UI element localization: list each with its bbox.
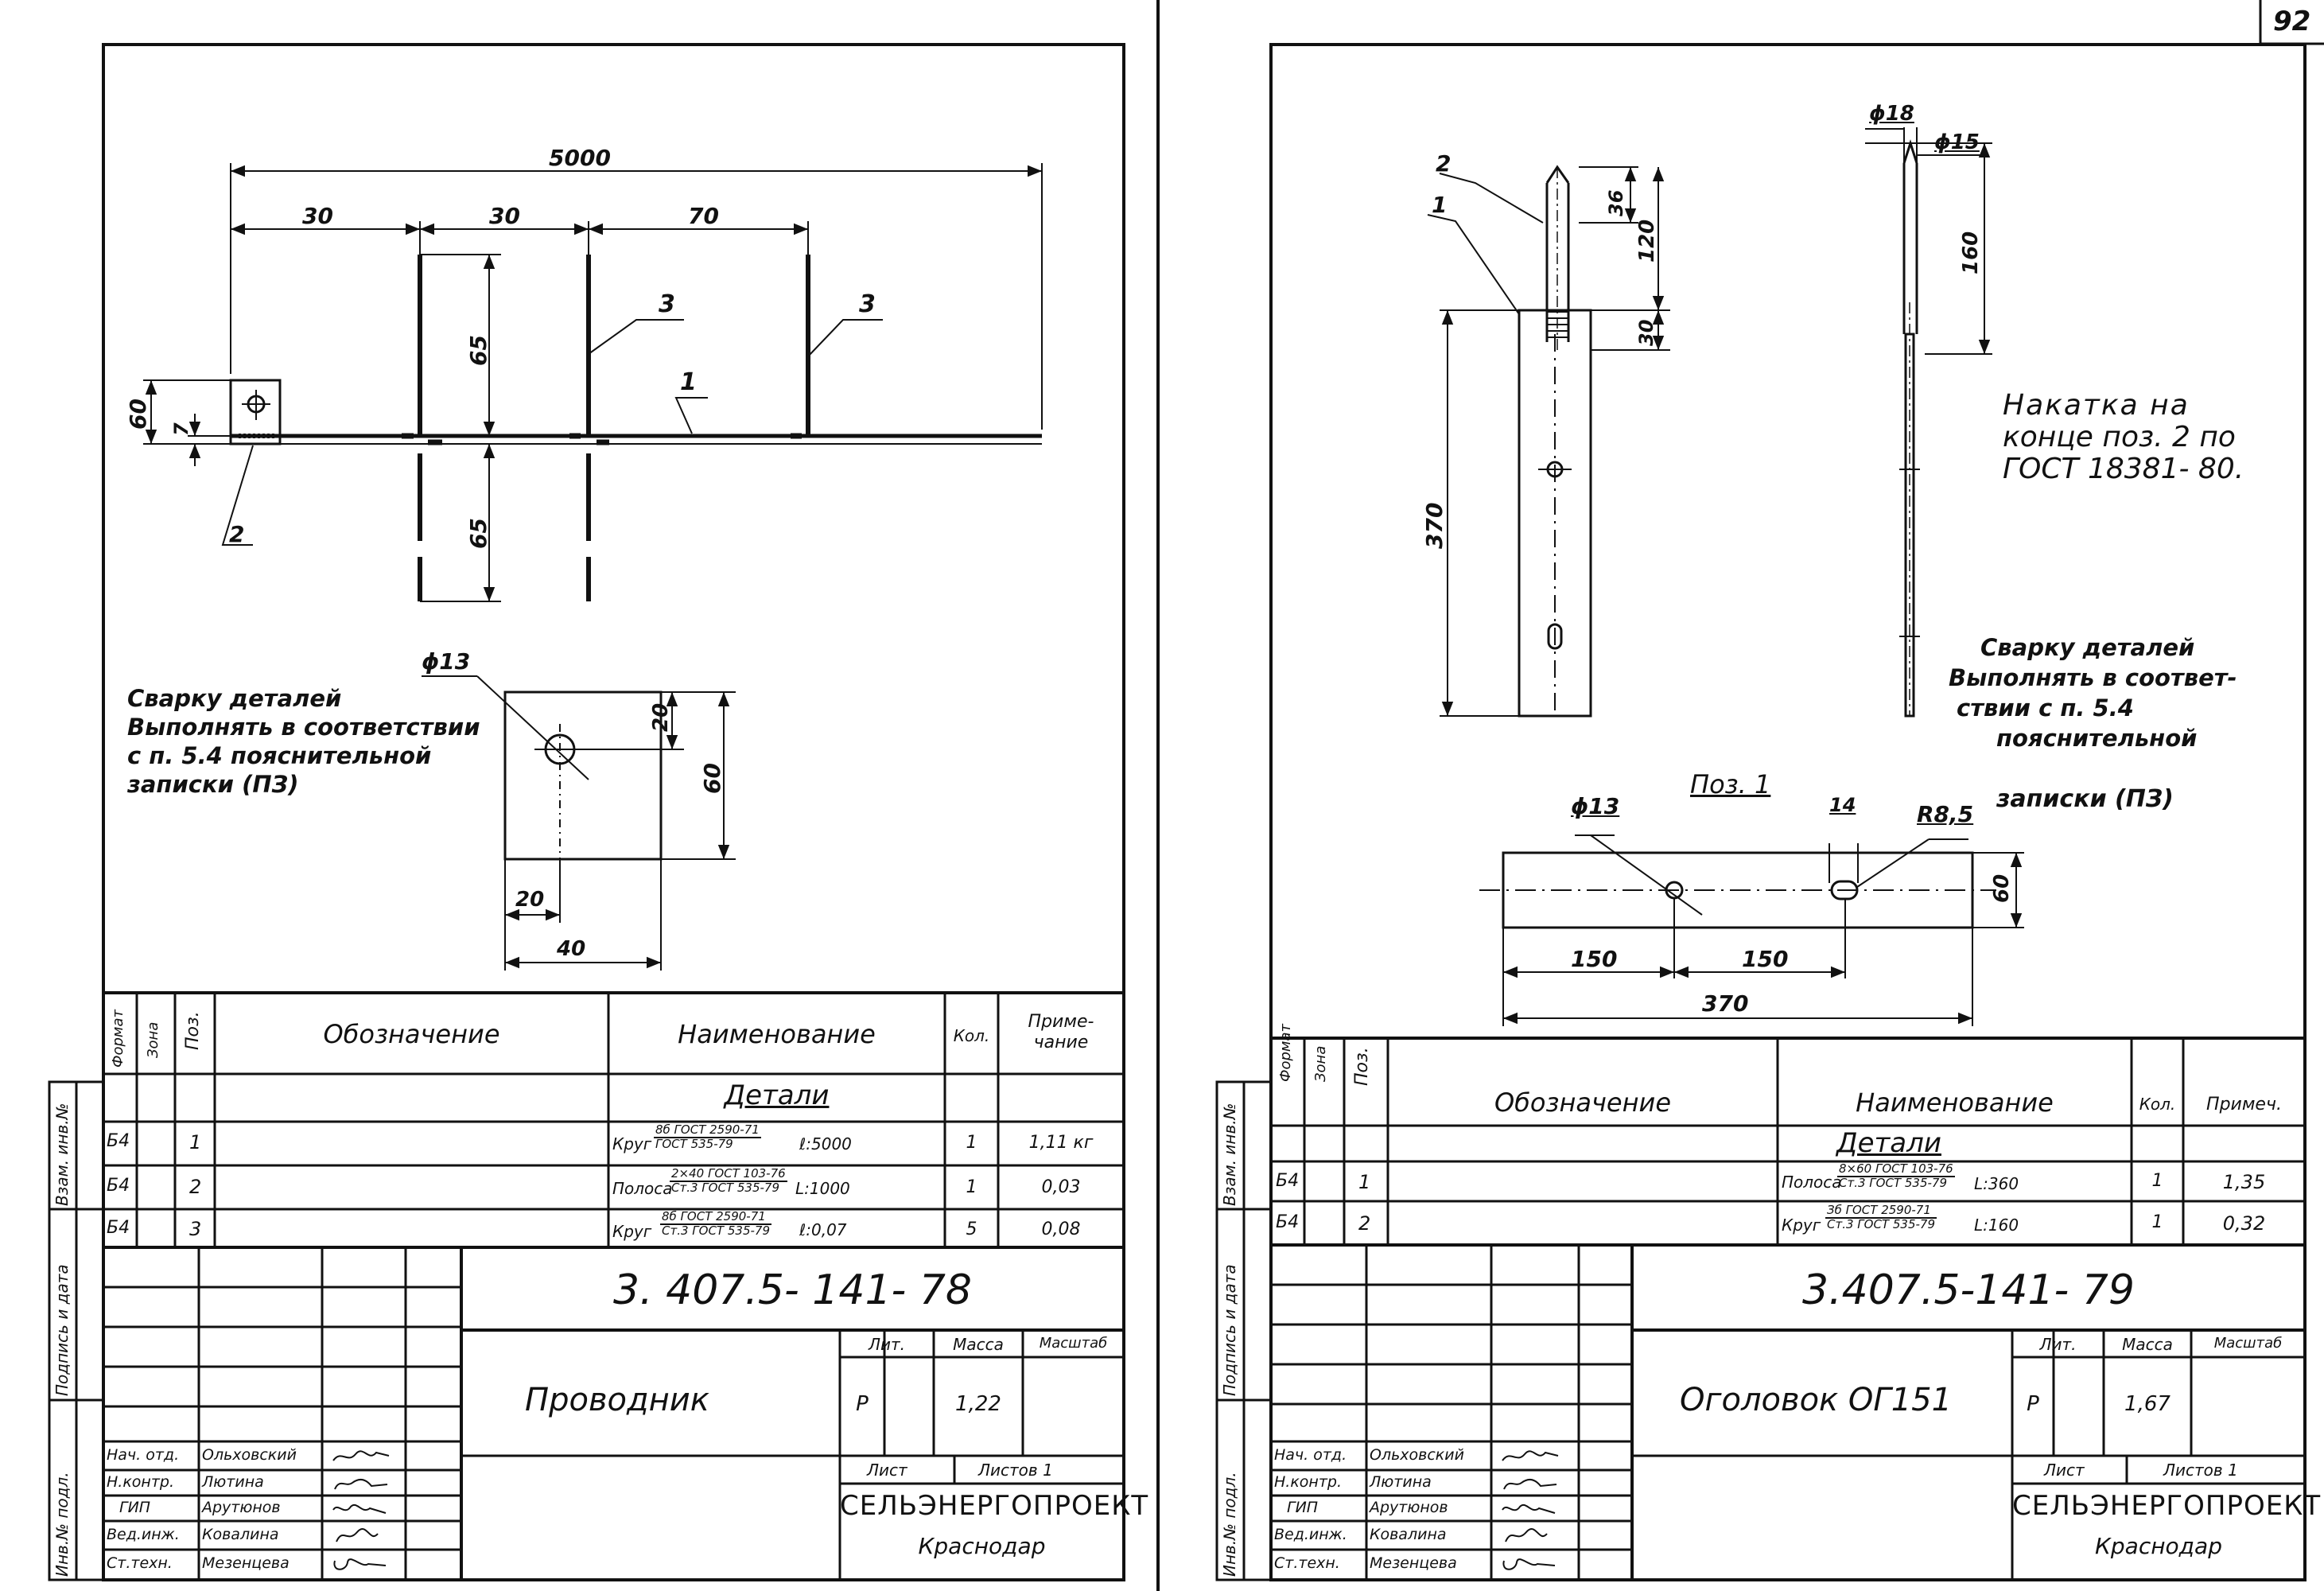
spec-header-pos: Поз. [183,1011,203,1050]
side-label-inv-left: Инв.№ подл. [52,1472,72,1577]
mass-value-left: 1,22 [955,1392,1001,1416]
org-city-left: Краснодар [918,1533,1046,1559]
spec-header-note: Примеч. [2206,1095,2282,1114]
spec-header-zone: Зона [1312,1045,1329,1082]
spec-header-note: Приме- чание [1028,1012,1094,1052]
welding-note-right-last: записки (ПЗ) [1996,785,2174,813]
dim-30-a: 30 [302,203,333,229]
org-name-right: СЕЛЬЭНЕРГОПРОЕКТ [2012,1490,2322,1522]
dim-36: 36 [1605,189,1627,216]
lit-value-right: Р [2027,1392,2039,1416]
signature-mark [336,1528,379,1542]
dim-20-vertical: 20 [649,702,673,732]
dim-150-b: 150 [1742,946,1789,972]
dim-d15: ϕ15 [1934,130,1980,154]
dim-160: 160 [1959,231,1983,274]
spec-header-format: Формат [110,1009,126,1068]
knurl-note: Накатка на конце поз. 2 по ГОСТ 18381- 8… [2003,389,2244,485]
signature-mark [1502,1450,1559,1461]
drawing-code-right: 3.407.5-141- 79 [1802,1266,2135,1314]
signature-mark [1502,1558,1556,1570]
spec-header-designation: Обозначение [323,1019,500,1049]
dim-70: 70 [688,203,719,229]
mass-value-right: 1,67 [2124,1392,2170,1416]
side-label-replace-left: Взам. инв.№ [52,1103,72,1206]
callout-3b-left: 3 [859,290,876,318]
dim-40-horizontal: 40 [557,937,586,961]
pos1-label: Поз. 1 [1690,769,1771,799]
dim-65-top: 65 [465,335,492,366]
dim-hole-13-right: ϕ13 [1571,793,1620,819]
spec-header-name: Наименование [678,1019,876,1049]
sheet-number: 92 [2273,6,2311,37]
dim-hole-13: ϕ13 [422,648,471,675]
spec-section-details: Детали [1836,1127,1941,1159]
drawing-code-left: 3. 407.5- 141- 78 [612,1266,972,1314]
signature-mark [334,1478,388,1490]
dim-7: 7 [170,422,192,436]
side-label-sign-left: Подпись и дата [52,1264,72,1396]
spec-header-format: Формат [1277,1023,1294,1082]
callout-2-left: 2 [229,521,245,547]
lit-value-left: Р [856,1392,869,1416]
spec-header-zone: Зона [145,1021,161,1058]
signature-mark [333,1558,387,1570]
dim-30-b: 30 [489,203,520,229]
dim-30-right: 30 [1635,319,1658,346]
callout-1-left: 1 [680,368,697,396]
dim-5000: 5000 [549,145,611,171]
callout-1-right: 1 [1432,192,1448,218]
drawing-title-right: Оголовок ОГ151 [1680,1382,1953,1418]
signature-mark [332,1450,390,1461]
side-label-replace-right: Взам. инв.№ [1220,1103,1239,1206]
org-city-right: Краснодар [2095,1533,2222,1559]
callout-2-right: 2 [1436,150,1452,177]
spec-header-name: Наименование [1856,1087,2054,1118]
signature-mark [332,1504,387,1514]
spec-header-qty: Кол. [2139,1095,2176,1114]
dim-60-vertical: 60 [699,763,725,794]
signature-mark [1503,1478,1557,1490]
side-label-inv-right: Инв.№ подл. [1220,1472,1239,1577]
dim-14: 14 [1829,794,1856,816]
welding-note-left: Сварку деталей Выполнять в соответствии … [127,685,480,798]
spec-header-designation: Обозначение [1494,1087,1672,1118]
dim-370-horizontal: 370 [1702,990,1749,1017]
dim-65-bottom: 65 [465,518,492,549]
dim-r85: R8,5 [1917,801,1974,827]
dim-60: 60 [125,399,151,430]
dim-370-vertical: 370 [1421,502,1448,549]
spec-header-pos: Поз. [1352,1047,1372,1086]
org-name-left: СЕЛЬЭНЕРГОПРОЕКТ [840,1490,1149,1522]
dim-60-right: 60 [1990,873,2014,903]
side-label-sign-right: Подпись и дата [1220,1264,1239,1396]
spec-section-details: Детали [724,1079,830,1111]
dim-d18: ϕ18 [1869,102,1914,126]
dim-150-a: 150 [1571,946,1618,972]
welding-note-right: Сварку деталей Выполнять в соответ- стви… [1949,634,2237,752]
callout-3a-left: 3 [659,290,675,318]
drawing-title-left: Проводник [525,1382,709,1418]
signature-mark [1502,1504,1556,1514]
dim-20-horizontal: 20 [515,888,545,912]
dim-120: 120 [1635,219,1659,263]
spec-header-qty: Кол. [953,1026,990,1045]
signature-mark [1505,1528,1548,1542]
